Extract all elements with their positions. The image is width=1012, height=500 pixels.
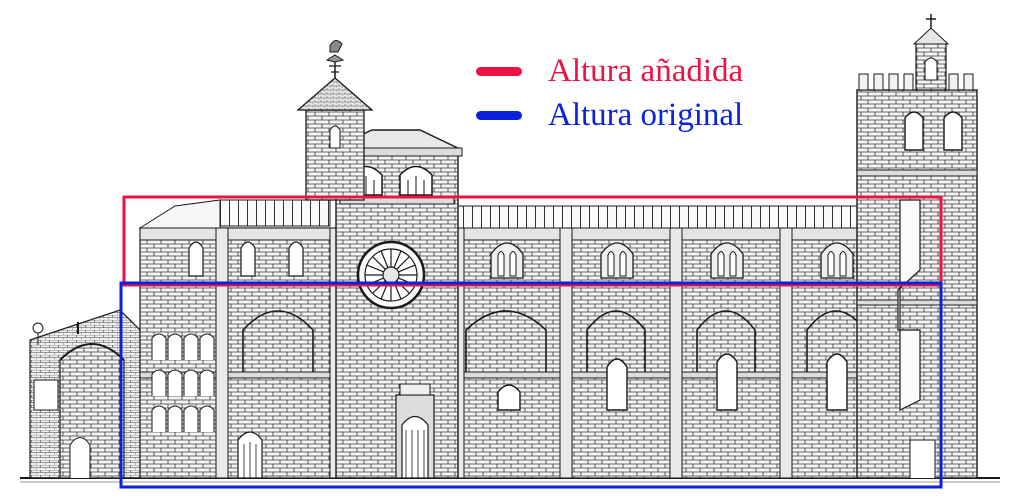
legend-item-original: Altura original: [476, 97, 743, 133]
arcade-arch: [167, 369, 183, 396]
clerestory-window: [288, 241, 304, 277]
clerestory-window: [188, 241, 204, 277]
central-portal: [395, 383, 435, 479]
arcade-arch: [199, 405, 215, 432]
side-door: [237, 431, 263, 479]
left-arcade-columns: [151, 333, 215, 432]
clerestory-windows: [188, 241, 854, 279]
ground-line: [20, 477, 1000, 483]
lower-window: [826, 353, 848, 411]
clerestory-window: [600, 242, 634, 279]
arcade-arch: [183, 369, 199, 396]
clerestory-window: [490, 242, 524, 279]
lower-windows: [497, 353, 848, 411]
clerestory-window: [710, 242, 744, 279]
buttress: [669, 227, 683, 479]
arcade-arch: [183, 333, 199, 360]
blind-arch: [586, 310, 646, 372]
lantern-tower: [296, 40, 374, 201]
lower-window: [716, 353, 738, 411]
buttress: [559, 227, 573, 479]
arcade-arch: [151, 405, 167, 432]
lower-window: [606, 358, 628, 411]
blind-arch: [696, 310, 756, 372]
nave-wall: [139, 227, 931, 479]
legend-label-added: Altura añadida: [548, 53, 744, 89]
buttress: [779, 227, 793, 479]
tower-transition-wall: [897, 199, 921, 411]
buttress: [215, 227, 229, 479]
arcade-arch: [167, 333, 183, 360]
arcade-arch: [183, 405, 199, 432]
rose-window: [356, 240, 426, 310]
lower-window: [497, 384, 521, 411]
arcade-arch: [199, 333, 215, 360]
lower-blind-arches: [242, 310, 866, 372]
left-apse-annex: [29, 309, 151, 479]
original-height-highlight-box: [119, 281, 943, 489]
arcade-arch: [199, 369, 215, 396]
clerestory-window: [820, 242, 854, 279]
arcade-arch: [151, 369, 167, 396]
parapet-balustrade: [138, 199, 901, 229]
arcade-arch: [151, 333, 167, 360]
legend-swatch-original: [476, 110, 522, 120]
legend-swatch-added: [476, 66, 522, 76]
blind-arch: [242, 310, 314, 372]
arcade-arch: [167, 405, 183, 432]
legend-item-added: Altura añadida: [476, 53, 743, 89]
clerestory-window: [240, 241, 256, 277]
blind-arch: [465, 310, 547, 372]
added-height-highlight-box: [122, 195, 943, 287]
legend-label-original: Altura original: [548, 97, 744, 133]
